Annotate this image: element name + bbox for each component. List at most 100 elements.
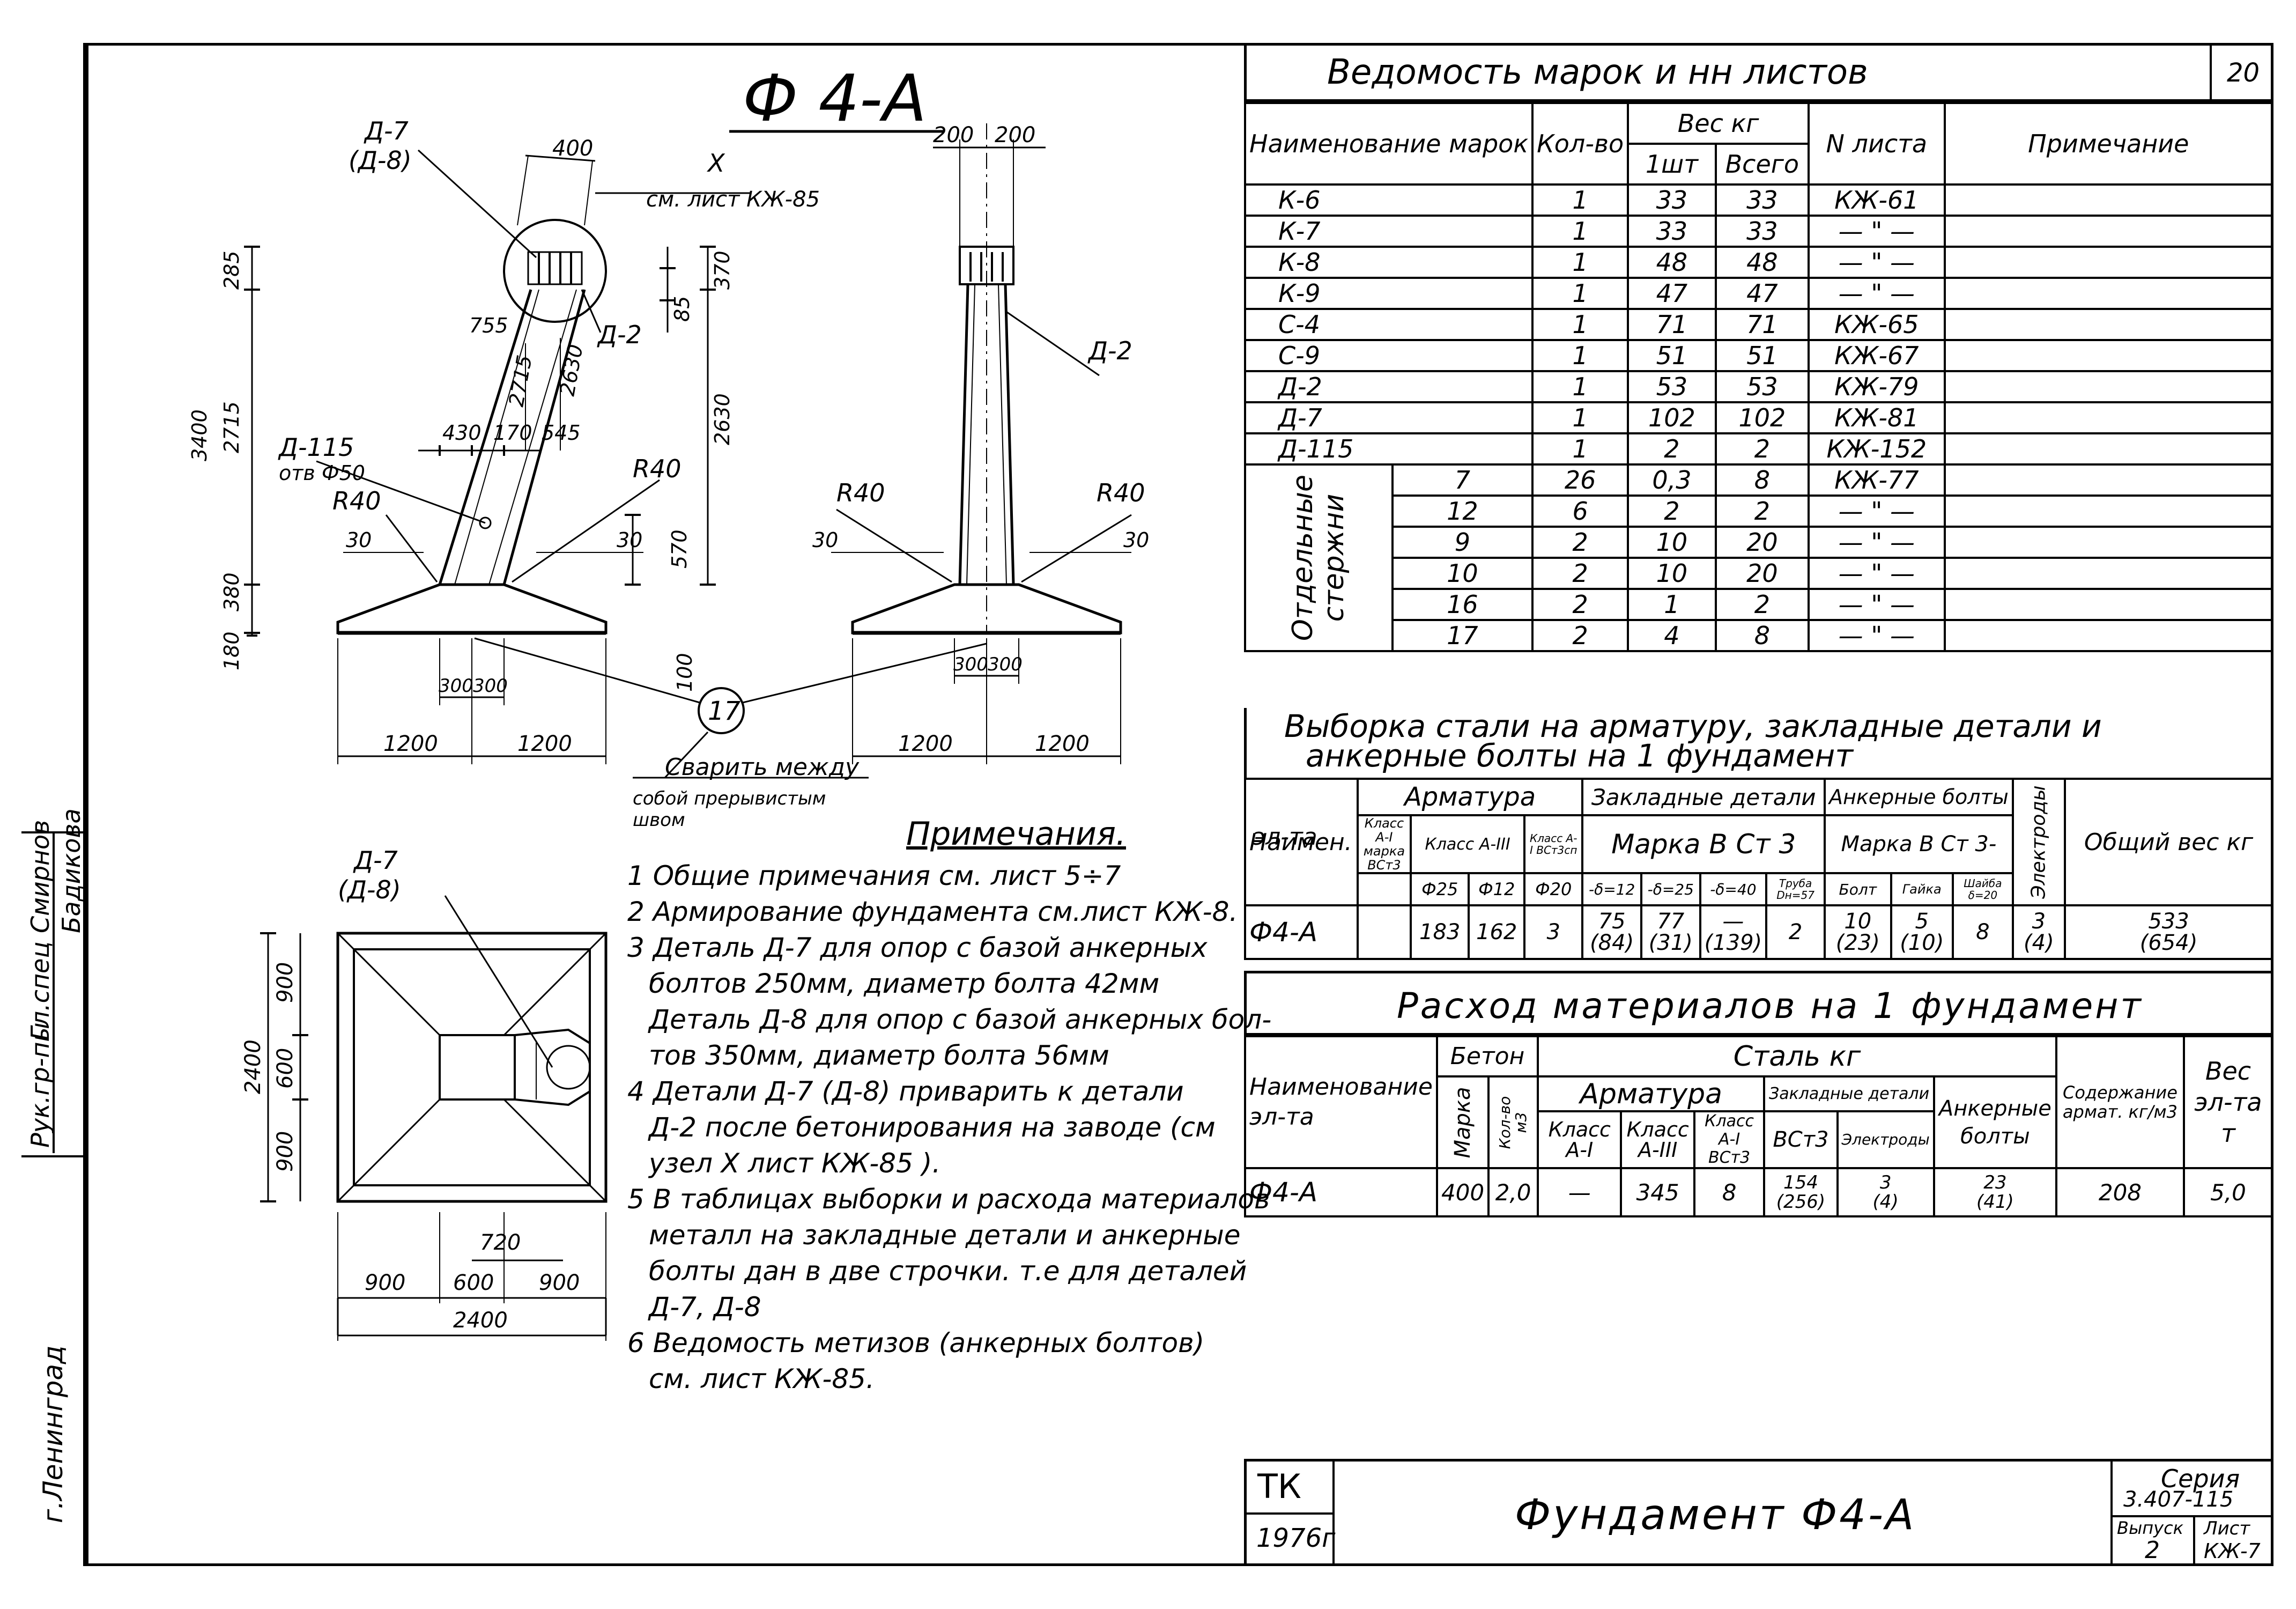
ra-row-vst-a: 154 (1783, 1172, 1818, 1193)
note-line: Д-2 после бетонирования на заводе (см (649, 1112, 1216, 1143)
vy-sub: Гайка (1890, 872, 1954, 906)
vy-row-el: 3(4) (2011, 904, 2067, 960)
stamp-title: Фундамент Ф4-А (1515, 1491, 1916, 1539)
dim-300-front-a: 300 (439, 675, 473, 697)
dim-300-side-a: 300 (953, 654, 988, 675)
dim-900-h-a: 900 (365, 1271, 405, 1295)
vedomost-title: Ведомость марок и нн листов (1327, 53, 1868, 92)
v-row-note (1943, 183, 2274, 217)
stamp-issue-label: Выпуск (2117, 1518, 2183, 1538)
v-row-w1: 102 (1627, 401, 1717, 434)
label-d8: (Д-8) (349, 146, 412, 175)
dim-285: 285 (220, 250, 243, 290)
ra-row-el: 3(4) (1836, 1167, 1935, 1217)
v-row-wall: 48 (1714, 246, 1810, 279)
v-row-qty: 1 (1531, 246, 1630, 279)
note-line: металл на закладные детали и анкерные (649, 1220, 1241, 1251)
v-row-name: К-7 (1243, 215, 1534, 248)
v-row-wall: 51 (1714, 339, 1810, 372)
ra-row-ank-a: 23 (1983, 1172, 2007, 1193)
v-row-name: С-4 (1243, 308, 1534, 341)
g-row-w1: 4 (1627, 619, 1717, 652)
g-row-note (1943, 557, 2274, 590)
dim-300-side-b: 300 (988, 654, 1023, 675)
vy-row-a1 (1356, 904, 1412, 960)
vh-name: Наименование марок (1243, 102, 1534, 186)
vy-h-a1: Класс А-I марка ВСт3 (1356, 814, 1412, 874)
dim-170: 170 (493, 421, 532, 445)
ra-h-wt: Вес эл-та т (2182, 1035, 2274, 1169)
g-row-wall: 2 (1714, 588, 1810, 621)
stamp-org-box: ТК 1976г (1247, 1462, 1335, 1566)
v-row-w1: 33 (1627, 183, 1717, 217)
ra-row-mark: 400 (1435, 1167, 1490, 1217)
v-row-w1: 51 (1627, 339, 1717, 372)
ra-row-name: Ф4-А (1244, 1167, 1438, 1217)
v-row-sheet: — " — (1808, 277, 1946, 310)
note-line: 6 Ведомость метизов (анкерных болтов) (627, 1327, 1205, 1359)
v-row-sheet: КЖ-79 (1808, 370, 1946, 403)
v-row-sheet: КЖ-61 (1808, 183, 1946, 217)
g-row-w1: 0,3 (1627, 463, 1717, 497)
vy-h-a4: Класс А-I ВСт3сп (1523, 814, 1584, 874)
dim-1200-side-a: 1200 (898, 732, 953, 756)
v-row-name: С-9 (1243, 339, 1534, 372)
g-row-qty: 2 (1531, 588, 1630, 621)
vy-row-f20: 3 (1523, 904, 1584, 960)
note-line: 5 В таблицах выборки и расхода материало… (627, 1184, 1270, 1215)
dim-3400: 3400 (188, 409, 211, 461)
dim-2715-b: 2715 (220, 401, 243, 453)
weld-note-2: собой прерывистым (633, 788, 826, 809)
g-row-sheet: КЖ-77 (1808, 463, 1946, 497)
v-row-wall: 2 (1714, 432, 1810, 466)
v-row-qty: 1 (1531, 215, 1630, 248)
vy-row-f12: 162 (1468, 904, 1526, 960)
g-row-pos: 16 (1391, 588, 1534, 621)
vy-row-bolt: 10(23) (1824, 904, 1892, 960)
v-row-w1: 53 (1627, 370, 1717, 403)
label-see-sheet: см. лист КЖ-85 (646, 187, 820, 212)
plan-label-d7: Д-7 (353, 846, 398, 875)
dim-900-v-a: 900 (273, 962, 298, 1003)
dim-430: 430 (442, 421, 482, 445)
note-line: узел X лист КЖ-85 ). (649, 1148, 941, 1179)
ra-row-vst-b: (256) (1776, 1191, 1826, 1213)
vy-row-nut-b: (10) (1900, 931, 1944, 955)
rashod-title: Расход материалов на 1 фундамент (1397, 985, 2143, 1027)
vy-h-amark: Марка В Ст 3- (1824, 814, 2014, 874)
vy-row-z12-b: (84) (1590, 931, 1634, 955)
vh-wall: Всего (1714, 143, 1810, 186)
g-row-pos: 17 (1391, 619, 1534, 652)
vy-row-z25: 77(31) (1640, 904, 1701, 960)
vy-sub: Шайба δ=20 (1951, 872, 2014, 906)
vy-h-name-1: Наимен. (1249, 828, 1352, 856)
vyborka-title-1: Выборка стали на арматуру, закладные дет… (1284, 708, 2102, 744)
title-stamp: ТК 1976г Фундамент Ф4-А Серия 3.407-115 … (1244, 1459, 2273, 1566)
vh-w1: 1шт (1627, 143, 1717, 186)
note-line: 4 Детали Д-7 (Д-8) приварить к детали (627, 1076, 1184, 1107)
note-line: Д-7, Д-8 (649, 1291, 761, 1323)
weld-note-3: швом (633, 809, 685, 831)
ra-h-mark: Марка (1450, 1086, 1476, 1158)
g-row-pos: 9 (1391, 526, 1534, 559)
vh-weight: Вес кг (1627, 102, 1810, 145)
vy-row-z25-a: 77 (1657, 909, 1685, 934)
side-view (831, 123, 1132, 764)
note-line: см. лист КЖ-85. (649, 1363, 875, 1394)
ra-h-a3: Класс А-III (1620, 1110, 1695, 1169)
g-row-wall: 2 (1714, 494, 1810, 528)
v-row-name: Д-115 (1243, 432, 1534, 466)
vy-sub: Ф12 (1468, 872, 1526, 906)
ra-h-ank: Анкерные болты (1932, 1075, 2057, 1169)
sheet-number: 20 (2227, 58, 2260, 88)
vh-note: Примечание (1943, 102, 2274, 186)
vy-sub: Ф20 (1523, 872, 1584, 906)
g-row-pos: 10 (1391, 557, 1534, 590)
label-r40-front-b: R40 (633, 454, 682, 483)
ra-h-va: Класс А-I ВСт3 (1693, 1110, 1766, 1169)
v-row-w1: 71 (1627, 308, 1717, 341)
label-d2-side: Д-2 (1087, 336, 1132, 365)
v-row-qty: 1 (1531, 277, 1630, 310)
ra-h-cont: Содержание армат. кг/м3 (2055, 1035, 2185, 1169)
v-row-sheet: КЖ-67 (1808, 339, 1946, 372)
